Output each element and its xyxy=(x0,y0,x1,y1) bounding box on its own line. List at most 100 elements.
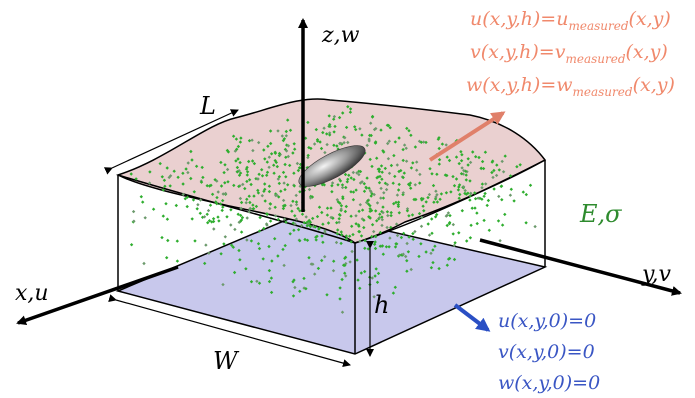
particle xyxy=(295,161,300,166)
particle xyxy=(239,230,244,234)
particle xyxy=(322,183,326,187)
particle xyxy=(214,200,218,204)
particle xyxy=(142,261,146,266)
particle xyxy=(175,259,180,263)
particle xyxy=(284,129,288,134)
x-axis-label: x,u xyxy=(15,281,49,306)
particle xyxy=(380,177,384,181)
particle xyxy=(339,230,343,234)
particle xyxy=(139,195,143,199)
particle xyxy=(247,159,251,164)
particle xyxy=(239,218,244,222)
particle xyxy=(496,219,501,223)
particle xyxy=(244,267,248,271)
particle xyxy=(469,191,473,195)
front-top-edge xyxy=(117,159,546,244)
particle xyxy=(208,203,213,207)
particle xyxy=(344,237,349,241)
particle xyxy=(385,210,390,214)
particle xyxy=(366,199,370,203)
particle xyxy=(357,169,361,173)
particle xyxy=(518,163,522,167)
particle xyxy=(447,222,452,226)
particle xyxy=(413,145,418,149)
particle xyxy=(377,169,381,174)
particle xyxy=(266,144,270,148)
particle xyxy=(343,209,348,214)
particle xyxy=(486,198,491,203)
particle xyxy=(508,193,513,197)
particle xyxy=(265,160,269,164)
particle xyxy=(190,217,194,221)
width-dimension xyxy=(108,294,351,367)
particle xyxy=(362,218,366,222)
particle xyxy=(277,181,281,186)
particle xyxy=(524,221,528,225)
particle xyxy=(395,163,399,167)
particle xyxy=(528,183,533,187)
particle xyxy=(284,175,288,179)
particle xyxy=(449,190,453,194)
particle xyxy=(232,270,237,275)
particle xyxy=(401,191,405,195)
bottom-bc-u: u(x,y,0)=0 xyxy=(498,310,596,332)
particle xyxy=(408,181,413,185)
particle xyxy=(192,190,196,194)
particle xyxy=(338,141,342,146)
particle xyxy=(419,224,424,228)
particle xyxy=(448,213,452,218)
particle xyxy=(245,179,249,184)
particle xyxy=(306,222,311,226)
particle xyxy=(283,204,287,208)
bottom-boundary-conditions: u(x,y,0)=0 v(x,y,0)=0 w(x,y,0)=0 xyxy=(498,310,600,394)
particle xyxy=(196,203,200,207)
particle xyxy=(497,168,501,172)
particle xyxy=(249,280,254,284)
particle xyxy=(302,221,306,225)
particle xyxy=(431,248,435,252)
particle xyxy=(521,190,525,194)
particle xyxy=(369,121,373,125)
particle xyxy=(339,204,344,208)
particle xyxy=(185,195,190,199)
particle xyxy=(402,171,406,175)
particle xyxy=(248,206,252,211)
particle xyxy=(292,171,296,175)
particle xyxy=(466,191,470,195)
particle xyxy=(276,217,280,222)
particle xyxy=(497,194,501,199)
particle xyxy=(351,170,355,175)
z-axis-label: z,w xyxy=(321,23,360,48)
particle xyxy=(468,236,473,240)
particle xyxy=(379,196,383,200)
particle xyxy=(395,193,400,197)
particle xyxy=(203,261,207,266)
particle xyxy=(445,173,449,178)
particle xyxy=(482,218,486,223)
particle xyxy=(245,216,249,220)
particle xyxy=(237,220,241,224)
particle xyxy=(393,140,397,144)
particle xyxy=(238,258,242,262)
particle xyxy=(232,183,236,188)
particle xyxy=(280,134,284,138)
particle xyxy=(335,198,339,202)
particle xyxy=(162,178,167,182)
top-bc-w: w(x,y,h)=wmeasured(x,y) xyxy=(466,74,675,99)
particle xyxy=(168,184,172,188)
particle xyxy=(483,191,487,196)
particle xyxy=(276,254,280,258)
y-axis xyxy=(479,238,682,296)
particle xyxy=(413,183,417,187)
particle xyxy=(475,211,479,215)
particle xyxy=(247,194,251,198)
particle xyxy=(255,279,259,283)
particle xyxy=(296,168,301,173)
material-label: E,σ xyxy=(579,200,622,228)
particle xyxy=(406,250,411,254)
particle xyxy=(237,184,241,189)
x-axis xyxy=(16,265,179,326)
particle xyxy=(417,254,421,259)
particle xyxy=(503,212,507,217)
